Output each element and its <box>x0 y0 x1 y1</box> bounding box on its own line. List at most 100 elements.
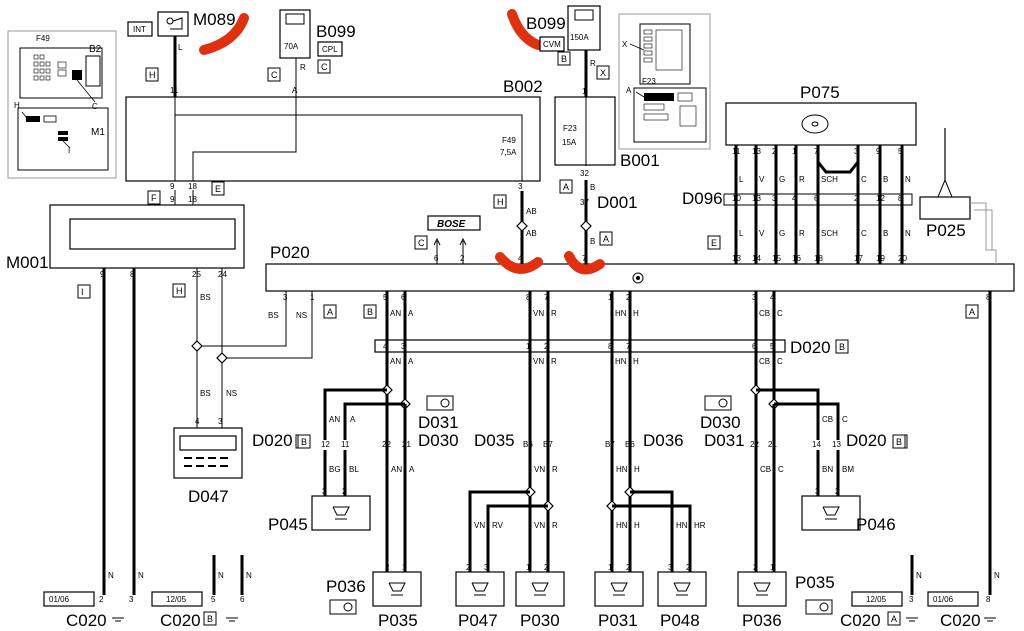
pin-number: 9 <box>170 182 175 191</box>
wire-p025-shield <box>970 202 997 264</box>
pin-number: 7 <box>582 254 587 263</box>
tag-f1-letter: F <box>151 193 157 203</box>
wire-code: A <box>350 415 356 424</box>
m001-label: M001 <box>6 253 49 272</box>
pin-number: 6 <box>240 595 245 604</box>
inset-f49-box: F49 B2 C M1 H I <box>7 30 117 179</box>
wire-code: B <box>883 175 888 184</box>
tag-h2-box <box>493 194 507 209</box>
wire-bs <box>197 291 287 347</box>
m001-display <box>69 218 236 250</box>
d047-display <box>179 435 237 451</box>
tag-b1-letter: B <box>561 54 567 64</box>
pin-number: 3 <box>484 563 489 572</box>
p025-label: P025 <box>926 221 966 240</box>
b001-box <box>554 96 616 166</box>
pin-number: 4 <box>195 417 200 426</box>
tag-e2-box <box>707 235 721 250</box>
f23-label: F23 <box>563 124 577 133</box>
inset-f49-label: F49 <box>36 34 50 43</box>
pin-number: 4 <box>518 254 523 263</box>
b099-left-label: B099 <box>316 22 356 41</box>
c020-date-1: 01/06 <box>49 595 70 604</box>
wire-code: BS <box>268 311 279 320</box>
wire-code: C <box>778 465 784 474</box>
wire-code: B <box>590 237 595 246</box>
wire-code: BL <box>349 465 359 474</box>
wire-a-branch <box>343 402 405 440</box>
pin-number: 1 <box>608 563 613 572</box>
tag-ac020-box <box>887 611 901 626</box>
tag-i1-box <box>77 284 91 299</box>
splice-b <box>580 220 592 232</box>
wire-code: R <box>552 521 558 530</box>
wire-code: A <box>408 309 414 318</box>
pin-number: 3 <box>401 342 406 351</box>
inset-c-label: C <box>92 102 98 111</box>
pin-number: 7 <box>814 147 819 156</box>
wire-code: H <box>634 521 640 530</box>
wire-code: HR <box>694 521 706 530</box>
m089-label: M089 <box>193 10 236 29</box>
tag-x1-letter: X <box>600 68 606 78</box>
wire-code: H <box>633 357 639 366</box>
wire-code: N <box>108 571 114 580</box>
pin-number: 5 <box>211 595 216 604</box>
wire-code: C <box>861 175 867 184</box>
pin-number: 3 <box>772 194 777 203</box>
wire-vn-p047 <box>468 490 530 572</box>
wire-code: HN <box>615 309 627 318</box>
d096-label: D096 <box>682 189 723 208</box>
wire-p025-shield-2 <box>974 209 993 250</box>
pin-number: 3 <box>129 595 134 604</box>
p031-label: P031 <box>598 611 638 630</box>
wire-code: R <box>300 63 306 72</box>
inset-m1-label: M1 <box>91 127 105 138</box>
wire-code: BM <box>842 465 854 474</box>
tag-b2-box <box>363 304 377 319</box>
pin-number: 12 <box>876 194 885 203</box>
pin-number: 6 <box>434 254 439 263</box>
wire-code: NS <box>296 311 307 320</box>
connector-icon-dot <box>819 602 829 612</box>
pin-number: 11 <box>732 147 741 156</box>
pin-number: 5 <box>383 293 388 302</box>
wire-code: NS <box>226 389 237 398</box>
int-label: INT <box>133 25 146 34</box>
c020-date-box-3 <box>851 591 903 607</box>
pin-number: 22 <box>750 440 759 449</box>
c020-date-2: 12/05 <box>166 595 187 604</box>
int-tag <box>127 21 153 37</box>
pin-number: 2 <box>466 563 471 572</box>
d001-label: D001 <box>597 193 638 212</box>
pin-number: 13 <box>752 147 761 156</box>
pin-number: A <box>292 86 298 95</box>
wire-code: R <box>799 229 805 238</box>
speaker-cone-icon <box>753 582 771 592</box>
tag-h3-box <box>172 283 186 298</box>
wire-code: A <box>408 357 414 366</box>
tag-h1-letter: H <box>149 70 156 80</box>
wire-code: AN <box>391 465 402 474</box>
tag-b5b-box <box>892 434 906 449</box>
b002-internal-2 <box>175 114 523 181</box>
tag-a1-letter: A <box>563 182 569 192</box>
b002-box <box>125 96 541 182</box>
d096-connector <box>723 193 913 206</box>
wire-code: V <box>759 229 765 238</box>
d047-label: D047 <box>188 487 229 506</box>
pin-number: 14 <box>752 254 761 263</box>
wire-code: CB <box>822 415 833 424</box>
pin-number: 2 <box>854 194 859 203</box>
c020-label-2: C020 <box>160 611 201 630</box>
pin-number: 2 <box>342 487 347 496</box>
pin-number: 4 <box>383 342 388 351</box>
b002-label: B002 <box>503 77 543 96</box>
p046-label: P046 <box>856 515 896 534</box>
inset-f23-box: X A F23 <box>618 13 711 150</box>
wire-code: AB <box>526 207 537 216</box>
pin-number: B6 <box>523 440 533 449</box>
b099-right-label: B099 <box>526 14 566 33</box>
